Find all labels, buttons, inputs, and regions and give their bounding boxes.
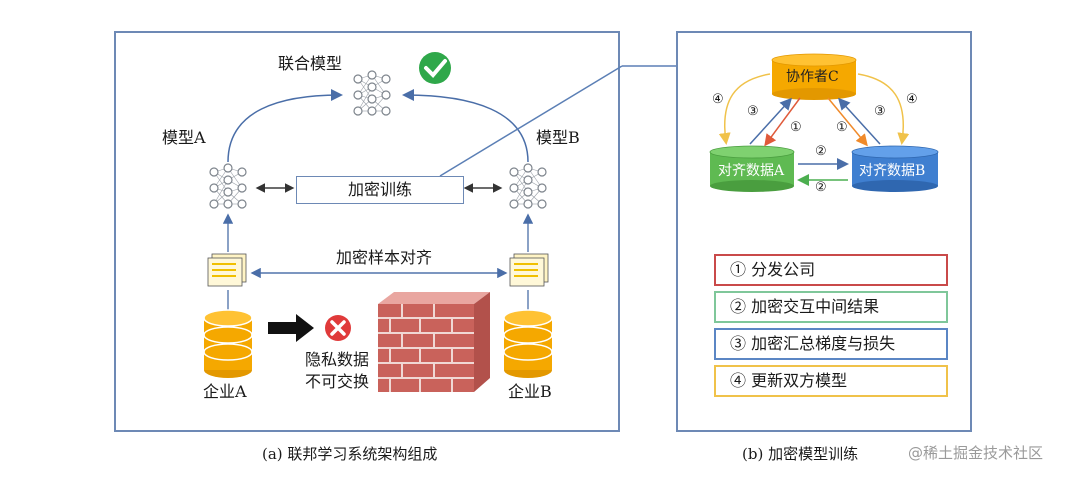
step-marker: ① xyxy=(836,120,848,135)
model-b-network-icon xyxy=(509,163,547,209)
firewall-icon xyxy=(378,292,490,392)
step-marker: ④ xyxy=(712,92,724,107)
watermark: @稀土掘金技术社区 xyxy=(908,444,1044,462)
model-a-label: 模型A xyxy=(162,128,206,147)
step-marker: ① xyxy=(790,120,802,135)
legend-label: ① 分发公司 xyxy=(730,260,816,279)
model-a-network-icon xyxy=(209,163,247,209)
step-marker: ③ xyxy=(747,104,759,119)
privacy-line2-label: 不可交换 xyxy=(305,372,370,391)
encrypted-training-box: 加密训练 xyxy=(296,176,464,204)
joint-model-label: 联合模型 xyxy=(278,54,343,73)
samples-a-icon xyxy=(207,253,247,287)
panel-a-caption: (a) 联邦学习系统架构组成 xyxy=(262,445,438,463)
company-b-database-icon xyxy=(503,309,553,379)
data-a-label: 对齐数据A xyxy=(718,163,785,179)
sample-alignment-label: 加密样本对齐 xyxy=(336,248,433,267)
panel-a-frame xyxy=(114,31,620,432)
panel-b-frame xyxy=(676,31,972,432)
check-icon xyxy=(419,52,451,84)
company-a-database-icon xyxy=(203,309,253,379)
data-b-cylinder xyxy=(851,145,939,192)
legend-label: ③ 加密汇总梯度与损失 xyxy=(730,334,896,353)
samples-b-icon xyxy=(509,253,549,287)
coordinator-cylinder xyxy=(771,53,857,100)
coordinator-label: 协作者C xyxy=(786,69,839,85)
company-b-label: 企业B xyxy=(508,382,552,401)
joint-model-network-icon xyxy=(353,70,391,116)
legend-label: ② 加密交互中间结果 xyxy=(730,297,880,316)
step-marker: ② xyxy=(815,180,827,195)
cross-icon xyxy=(325,315,351,341)
privacy-line1-label: 隐私数据 xyxy=(305,350,370,369)
step-marker: ② xyxy=(815,144,827,159)
legend-label: ④ 更新双方模型 xyxy=(730,371,848,390)
step-marker: ③ xyxy=(874,104,886,119)
company-a-label: 企业A xyxy=(203,382,247,401)
encrypted-training-label: 加密训练 xyxy=(347,180,412,199)
legend-item-update: ④ 更新双方模型 xyxy=(714,365,948,397)
legend-item-aggregate: ③ 加密汇总梯度与损失 xyxy=(714,328,948,360)
black-arrow-icon xyxy=(268,314,314,342)
data-b-label: 对齐数据B xyxy=(859,163,926,179)
legend-item-distribute: ① 分发公司 xyxy=(714,254,948,286)
model-b-label: 模型B xyxy=(536,128,580,147)
panel-b-caption: (b) 加密模型训练 xyxy=(742,445,859,463)
legend-item-exchange: ② 加密交互中间结果 xyxy=(714,291,948,323)
data-a-cylinder xyxy=(709,145,795,192)
step-marker: ④ xyxy=(906,92,918,107)
